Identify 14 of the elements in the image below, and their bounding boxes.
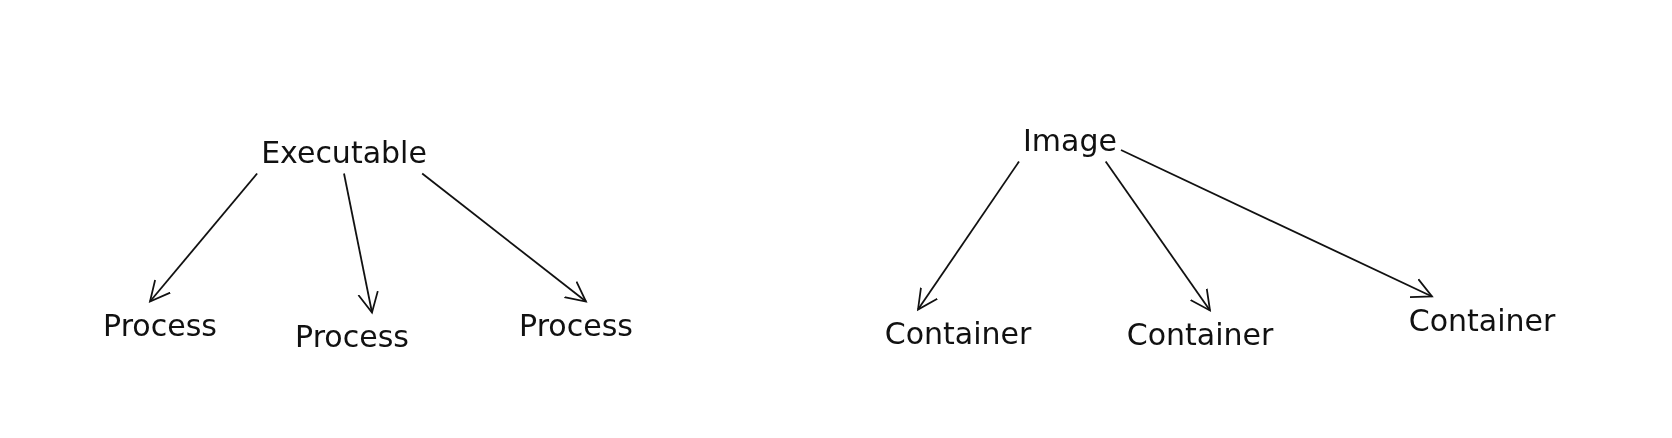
arrow xyxy=(917,160,1020,311)
node-label: Executable xyxy=(257,132,431,172)
arrow xyxy=(343,172,379,314)
arrow xyxy=(149,172,259,303)
arrow xyxy=(1120,149,1433,298)
node-label: Container xyxy=(1122,314,1278,354)
arrow xyxy=(421,172,587,303)
node-label: Process xyxy=(291,316,413,356)
node-label: Process xyxy=(515,305,637,345)
node-label: Container xyxy=(880,313,1036,353)
node-label: Container xyxy=(1404,300,1560,340)
node-label: Process xyxy=(99,305,221,345)
arrow xyxy=(1104,160,1211,312)
node-label: Image xyxy=(1019,120,1121,160)
